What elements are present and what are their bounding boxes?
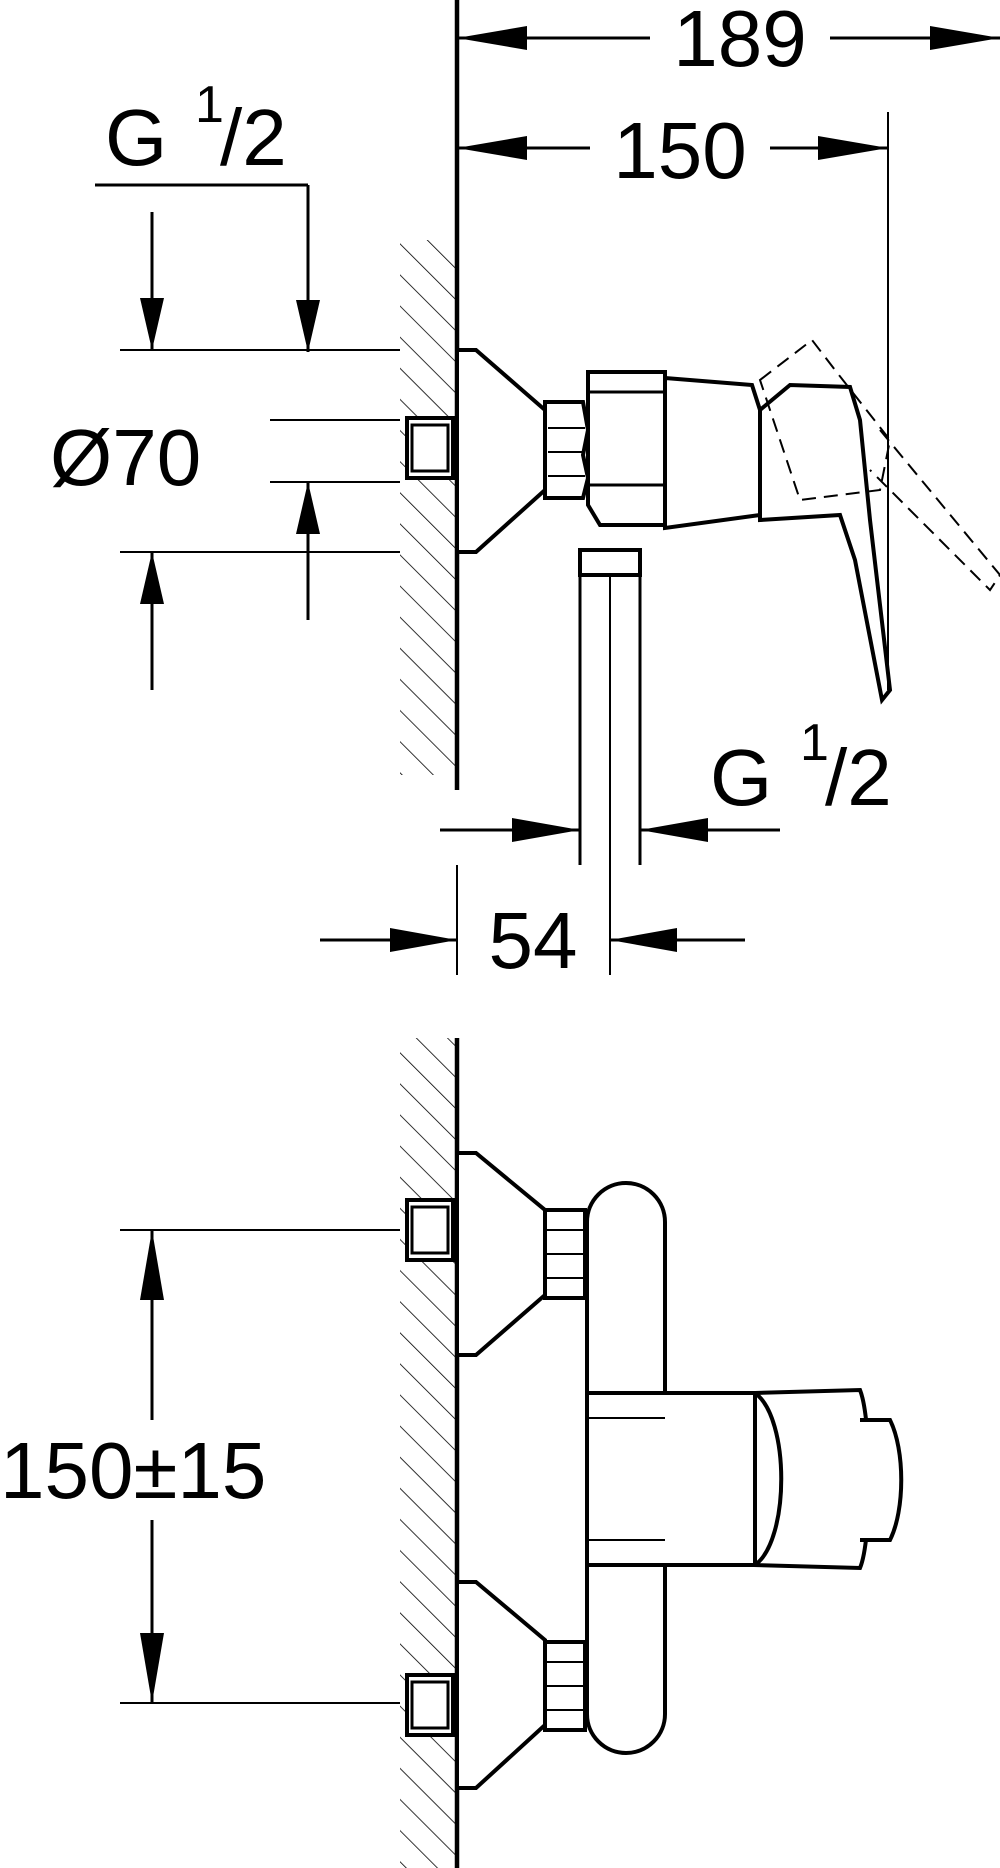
inlet-stub-upper bbox=[405, 1198, 455, 1262]
outlet-nut-side bbox=[578, 548, 642, 577]
outlet-thread-denominator: /2 bbox=[825, 733, 892, 822]
flange-side bbox=[455, 348, 547, 554]
hex-nut-side bbox=[543, 400, 591, 500]
inlet-thread-prefix: G bbox=[105, 93, 167, 182]
wall-hatching-top bbox=[400, 240, 457, 775]
inlet-thread-numerator: 1 bbox=[195, 76, 224, 134]
handle-tip-top bbox=[860, 1418, 904, 1542]
inlet-stub-lower bbox=[405, 1673, 455, 1737]
inlet-stub-side-inner bbox=[410, 423, 450, 473]
valve-body-side bbox=[586, 370, 667, 527]
flange-lower bbox=[455, 1580, 547, 1790]
dim-wall-to-outlet: 54 bbox=[489, 896, 578, 985]
dim-body-depth: 150 bbox=[613, 106, 746, 195]
flange-upper bbox=[455, 1151, 547, 1357]
handle-top bbox=[749, 1387, 871, 1571]
outlet-thread-prefix: G bbox=[710, 733, 772, 822]
top-view: 150±15 bbox=[0, 1038, 904, 1868]
cartridge-side bbox=[663, 375, 762, 531]
wall-hatching-bottom bbox=[400, 1038, 457, 1868]
lever-side bbox=[758, 382, 893, 705]
dim-flange-diameter: Ø70 bbox=[50, 413, 201, 502]
outlet-thread-numerator: 1 bbox=[800, 714, 829, 772]
dim-inlet-spacing: 150±15 bbox=[0, 1426, 266, 1515]
inlet-thread-denominator: /2 bbox=[220, 93, 287, 182]
dim-overall-depth: 189 bbox=[673, 0, 806, 83]
inlet-stub-side bbox=[405, 416, 455, 480]
side-view: 189 150 G 1 /2 Ø70 G 1 /2 bbox=[50, 0, 1000, 985]
